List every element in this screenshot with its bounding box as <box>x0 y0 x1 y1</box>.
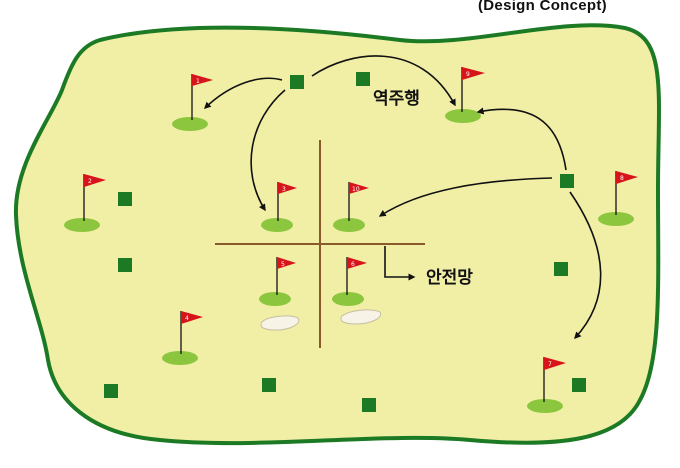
tee-box <box>554 262 568 276</box>
hole-5: 5 <box>259 257 296 306</box>
reverse-direction-label: 역주행 <box>373 89 420 109</box>
hole-9: 9 <box>445 67 485 123</box>
arrow-tee-to-hole-10 <box>378 177 553 217</box>
hole-number: 6 <box>351 261 355 268</box>
hole-number: 9 <box>466 71 470 78</box>
hole-10: 10 <box>333 182 369 232</box>
hole-3: 3 <box>261 182 297 232</box>
design-concept-caption: (Design Concept) <box>478 0 607 14</box>
tee-box <box>356 72 370 86</box>
hole-number: 10 <box>352 186 360 193</box>
hole-number: 7 <box>548 361 552 368</box>
hole-8: 8 <box>598 171 638 226</box>
tee-box <box>362 398 376 412</box>
tee-box <box>290 75 304 89</box>
hole-number: 2 <box>88 178 92 185</box>
arrow-tee-to-hole-3 <box>250 89 286 212</box>
tee-box <box>118 192 132 206</box>
arrow-safety-net <box>384 246 416 281</box>
bunker <box>340 309 382 325</box>
hole-7: 7 <box>527 357 566 413</box>
hole-number: 1 <box>196 78 200 85</box>
tee-box <box>560 174 574 188</box>
tee-box <box>118 258 132 272</box>
hole-number: 4 <box>185 315 189 322</box>
bunker <box>260 315 300 331</box>
hole-4: 4 <box>162 311 203 365</box>
arrow-tee-to-hole-1 <box>203 77 283 109</box>
tee-boxes <box>104 72 586 412</box>
course-boundary <box>13 23 661 446</box>
arrow-tee-to-hole-9 <box>311 55 456 107</box>
arrow-tee-to-hole-7 <box>569 191 602 340</box>
safety-net-label: 안전망 <box>426 268 473 288</box>
arrow-tee-to-hole-9-reverse <box>476 107 567 171</box>
hole-number: 3 <box>282 186 286 193</box>
hole-1: 1 <box>172 74 213 131</box>
hole-2: 2 <box>64 174 106 232</box>
tee-box <box>572 378 586 392</box>
hole-number: 8 <box>620 175 624 182</box>
tee-box <box>262 378 276 392</box>
tee-box <box>104 384 118 398</box>
hole-6: 6 <box>332 257 367 306</box>
hole-number: 5 <box>281 261 285 268</box>
